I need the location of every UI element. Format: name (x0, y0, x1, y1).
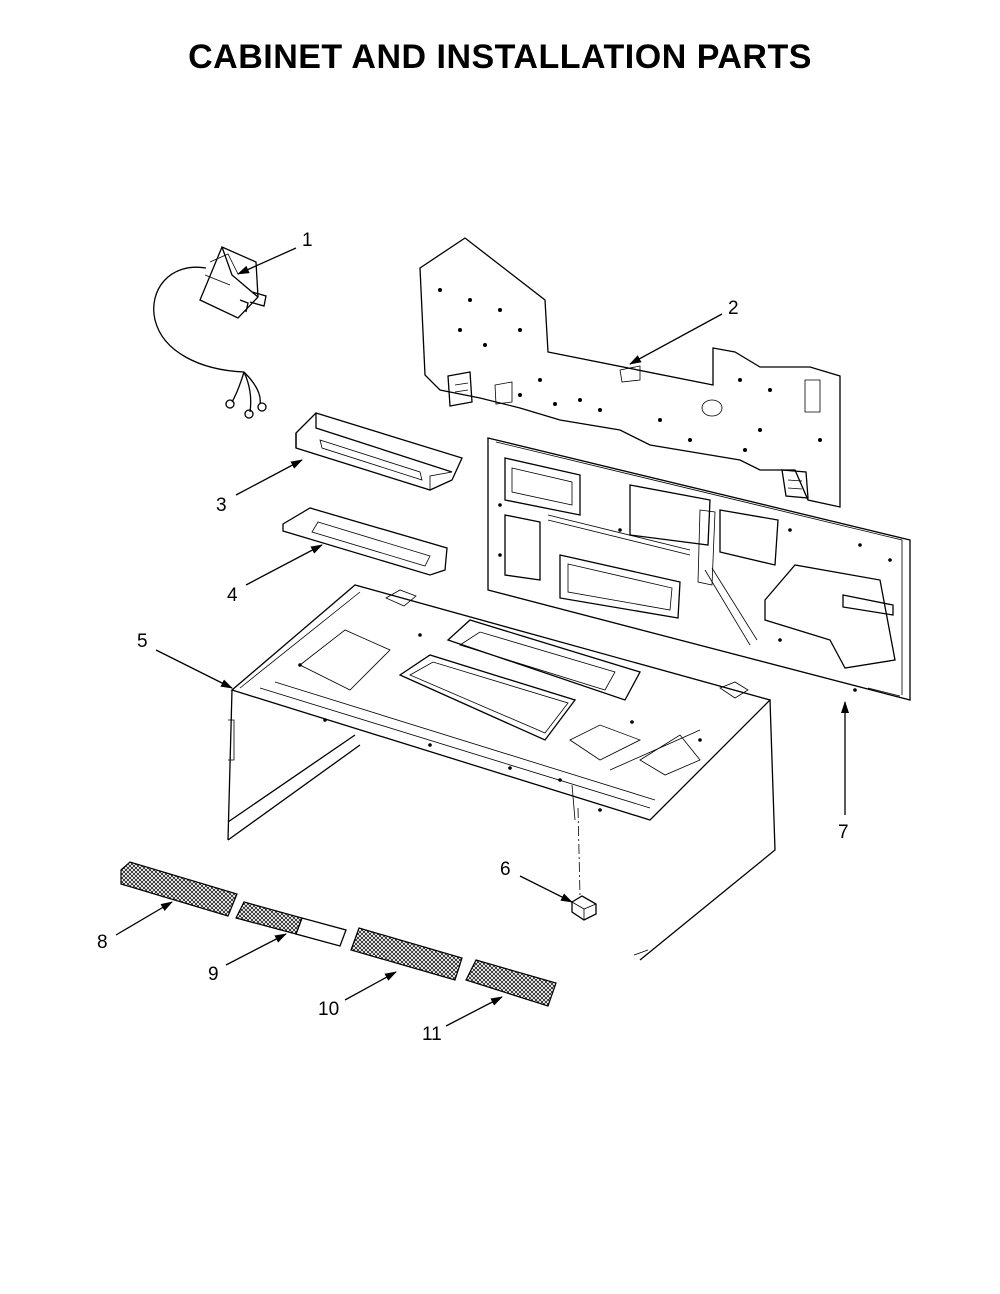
callout-2: 2 (728, 298, 739, 319)
leader-arrow-8 (115, 901, 173, 936)
leader-arrows (115, 247, 849, 1027)
callout-8: 8 (97, 932, 108, 953)
page-title: CABINET AND INSTALLATION PARTS (188, 38, 812, 76)
leader-arrow-4 (245, 544, 323, 586)
callout-11: 11 (422, 1024, 442, 1045)
callout-4: 4 (227, 585, 238, 606)
callout-10: 10 (318, 999, 339, 1020)
leader-arrow-6 (519, 875, 573, 903)
leader-arrow-2 (629, 313, 723, 365)
leader-arrow-11 (445, 996, 503, 1027)
callout-6: 6 (500, 859, 511, 880)
leader-arrow-3 (235, 459, 303, 496)
power-cord-part (153, 246, 267, 419)
grille-filter-part-11 (465, 959, 557, 1007)
grille-filter-part-9 (235, 901, 347, 947)
leader-arrow-5 (155, 649, 233, 689)
leader-arrow-10 (344, 971, 397, 1001)
assembly-center-line (577, 807, 581, 896)
callout-1: 1 (302, 230, 313, 251)
leader-arrow-1 (237, 247, 297, 275)
callout-labels: 1 2 3 4 5 6 7 8 9 10 11 (97, 230, 849, 1045)
rear-panel-part (487, 437, 911, 701)
callout-9: 9 (208, 964, 219, 985)
cabinet-wrapper-part (227, 584, 776, 961)
callout-3: 3 (216, 495, 227, 516)
callout-5: 5 (137, 631, 148, 652)
grille-filter-part-8 (120, 861, 238, 917)
mounting-plate-part (419, 237, 841, 508)
tray-bracket-part (295, 412, 463, 491)
leader-arrow-9 (225, 933, 287, 966)
clip-part (571, 895, 597, 921)
callout-7: 7 (838, 822, 849, 843)
grille-filter-part-10 (350, 927, 463, 981)
gasket-part (282, 507, 448, 576)
